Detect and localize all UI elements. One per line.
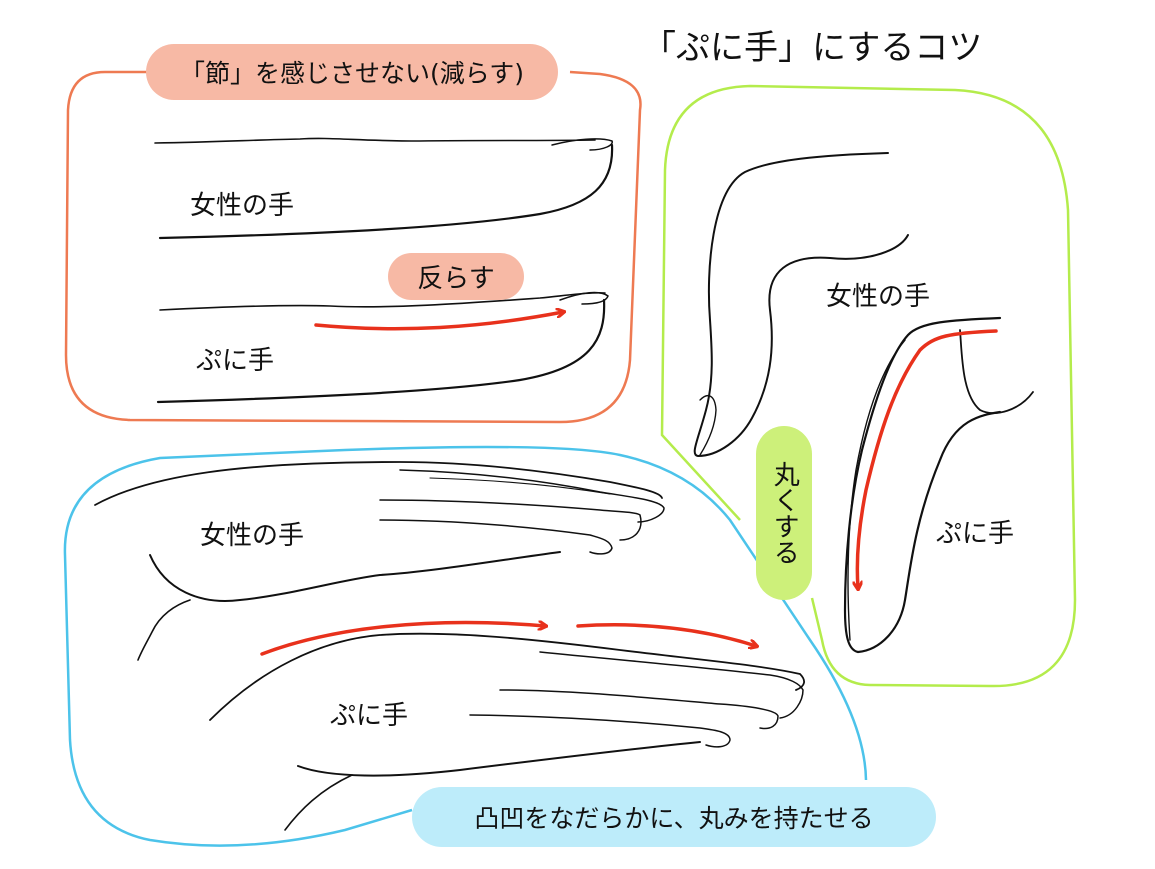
finger-side-tip-text: 反らす [417,264,495,294]
puni-finger-front-drawing [843,316,1002,654]
curve-arrow-finger-front [857,329,998,588]
page-title: 「ぷに手」にするコツ [642,28,983,68]
female-hand-drawing [94,461,665,661]
finger-front-tip-text: 丸くする [769,461,800,565]
finger-front-tip-pill: 丸くする [756,426,812,600]
hand-side-footer-text: 凸凹をなだらかに、丸みを持たせる [474,804,874,833]
finger-front-puni-label: ぷに手 [936,519,1015,549]
finger-side-frame [64,70,642,424]
hand-side-footer-pill: 凸凹をなだらかに、丸みを持たせる [412,787,936,847]
finger-side-tip-pill: 反らす [388,253,524,300]
curve-arrow-finger-side [314,312,563,331]
finger-side-puni-label: ぷに手 [196,346,275,376]
curve-arrow-hand-1 [260,622,545,656]
finger-side-female-label: 女性の手 [190,191,295,221]
finger-front-frame [660,84,1077,688]
finger-front-female-label: 女性の手 [826,282,931,312]
hand-side-female-label: 女性の手 [200,521,305,551]
female-finger-front-drawing [693,152,1034,458]
female-finger-side-drawing [154,137,614,240]
finger-side-header-pill: 「節」を感じさせない(減らす) [146,44,558,100]
finger-side-header-text: 「節」を感じさせない(減らす) [179,59,524,88]
hand-side-puni-label: ぷに手 [330,701,409,731]
hand-side-frame [63,445,868,847]
puni-hand-drawing [209,632,805,831]
puni-finger-side-drawing [156,291,609,404]
curve-arrow-hand-2 [576,623,756,646]
